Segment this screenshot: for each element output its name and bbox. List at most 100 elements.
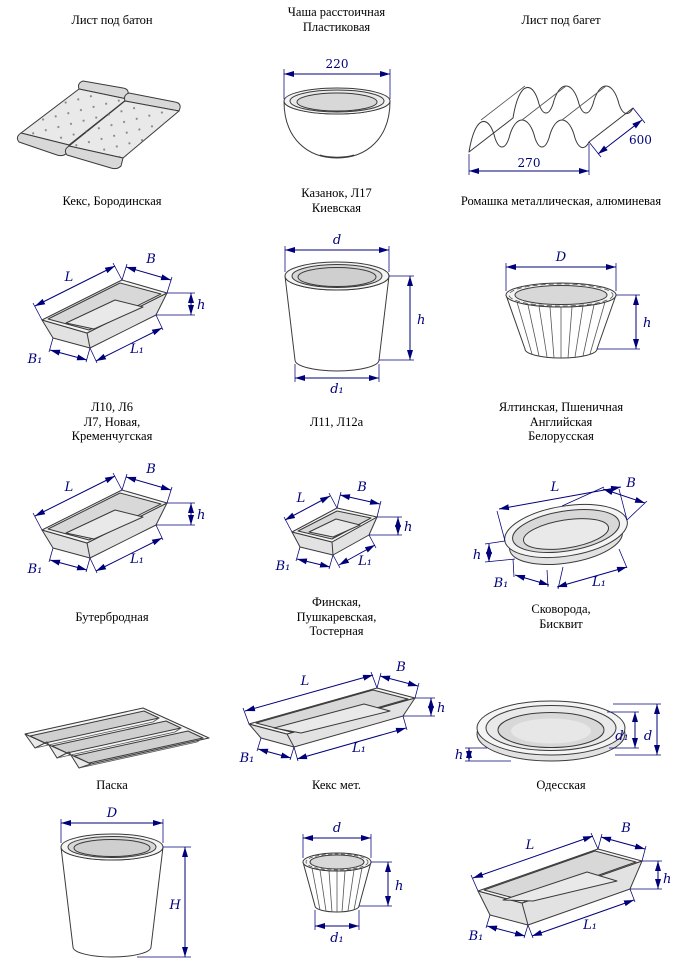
dim-label-h: h — [395, 879, 403, 894]
dim-label-B: B — [145, 462, 156, 477]
dimensions: L B h L₁ B₁ — [274, 480, 412, 574]
pan-shape — [291, 507, 377, 556]
cell-keks-met: Кекс мет. d — [224, 772, 449, 976]
drawing-l10-pan: L B h L₁ B₁ — [27, 462, 206, 577]
pan-shape — [248, 687, 415, 748]
triple-channel-pan — [24, 707, 210, 769]
pan-shape — [41, 489, 168, 559]
title-line: Ялтинская, Пшеничная — [498, 399, 624, 414]
form-title: Одесская — [449, 772, 673, 798]
bucket-shape — [60, 833, 164, 958]
cell-skovoroda: Сковорода, Бисквит d₁ — [449, 592, 673, 772]
dim-label-d1: d₁ — [615, 729, 629, 744]
form-title: Ялтинская, Пшеничная Английская Белорусс… — [449, 396, 673, 448]
title-line: Л7, Новая, — [83, 414, 141, 429]
bowl-shape — [283, 87, 390, 159]
title-line: Кременчугская — [71, 429, 153, 444]
cell-odesskaya: Одесская L B — [449, 772, 673, 976]
dimensions: L B h L₁ B₁ — [27, 252, 206, 367]
drawing-romashka: D — [505, 250, 651, 359]
dim-label-D: D — [555, 250, 567, 265]
dim-label-600: 600 — [629, 133, 652, 147]
fluted-cup-shape — [302, 852, 371, 913]
dimensions: d₁ d h — [455, 703, 661, 763]
title-line: Одесская — [536, 777, 586, 792]
title-line: Бутербродная — [75, 609, 149, 624]
title-line: Тостерная — [309, 624, 364, 639]
title-line: Сковорода, — [531, 602, 591, 617]
dim-label-H: H — [168, 898, 181, 913]
dim-label-L: L — [295, 491, 305, 506]
dim-label-B: B — [625, 476, 636, 491]
drawing-kazanok: d h d₁ — [284, 233, 425, 396]
dim-label-L: L — [64, 270, 74, 285]
title-line: Белорусская — [528, 429, 594, 444]
dim-label-h: h — [197, 508, 205, 523]
dimensions: L B h L₁ B₁ — [238, 660, 445, 766]
dim-label-h: h — [404, 520, 412, 535]
dim-label-B1: B₁ — [27, 352, 43, 367]
cell-finskaya: Финская, Пушкаревская, Тостерная L — [224, 592, 449, 772]
title-line: Казанок, Л17 — [301, 186, 372, 201]
height-dimension: h — [358, 861, 403, 907]
title-line: Киевская — [311, 201, 362, 215]
title-line: Чаша расстоичная — [287, 5, 386, 20]
drawing-skovoroda: d₁ d h — [455, 700, 661, 763]
bottom-diameter-dimension: d₁ — [314, 910, 359, 946]
form-title: Паска — [0, 772, 224, 798]
title-line: Английская — [529, 414, 593, 429]
form-title: Ромашка металлическая, алюминевая — [449, 178, 673, 224]
cell-romashka: Ромашка металлическая, алюминевая D — [449, 178, 673, 396]
width-dimension: 220 — [283, 57, 390, 99]
dimensions: L B h B₁ L₁ — [473, 476, 648, 591]
title-line: Ромашка металлическая, алюминевая — [460, 193, 662, 208]
dim-label-L: L — [525, 838, 535, 853]
form-title: Л11, Л12а — [224, 396, 449, 448]
dim-label-h: h — [197, 298, 205, 313]
depth-dimension: 600 — [588, 107, 652, 158]
form-title: Лист под батон — [0, 0, 224, 40]
dim-label-L1: L₁ — [591, 575, 606, 590]
height-dimension: h — [597, 294, 651, 350]
title-line: Пушкаревская, — [296, 609, 377, 624]
dim-label-d: d — [644, 729, 652, 744]
form-title: Лист под багет — [449, 0, 673, 40]
cell-kazanok: Казанок, Л17 Киевская d — [224, 178, 449, 396]
dim-label-h: h — [455, 748, 463, 763]
cell-paska: Паска D — [0, 772, 224, 976]
height-dimension: h — [378, 275, 425, 361]
dim-label-d: d — [332, 821, 340, 836]
height-dimension: H — [137, 846, 191, 958]
baton-sheet-shapes — [16, 80, 181, 170]
dim-label-d1: d₁ — [330, 382, 344, 396]
dim-label-D: D — [106, 806, 118, 821]
dim-label-L: L — [299, 674, 309, 689]
drawing-keks-borodinskaya: L B h L₁ B₁ — [27, 252, 206, 367]
dim-label-B1: B₁ — [468, 929, 484, 944]
cell-l11-l12a: Л11, Л12а L B — [224, 396, 449, 592]
top-diameter-dimension: D — [60, 806, 164, 843]
oval-pan-shape — [504, 503, 628, 565]
dim-label-B1: B₁ — [238, 751, 254, 766]
pan-shape — [41, 279, 168, 349]
dim-label-L1: L₁ — [357, 554, 372, 569]
dim-label-L: L — [550, 480, 560, 495]
drawing-paska: D H — [60, 806, 191, 958]
dimensions: L B h L₁ B₁ — [27, 462, 206, 577]
diameter-dimension: D — [505, 250, 617, 291]
form-title: Финская, Пушкаревская, Тостерная — [224, 592, 449, 642]
title-line: Лист под багет — [521, 12, 601, 27]
drawing-buterbrodnaya — [24, 707, 210, 769]
dim-label-h: h — [663, 872, 671, 887]
form-title: Сковорода, Бисквит — [449, 592, 673, 642]
dim-label-B: B — [145, 252, 156, 267]
pan-shape — [476, 700, 626, 762]
dim-label-L1: L₁ — [129, 342, 144, 357]
drawing-l11-pan: L B h L₁ B₁ — [274, 480, 412, 574]
dim-label-B: B — [356, 480, 367, 495]
form-title: Л10, Л6 Л7, Новая, Кременчугская — [0, 396, 224, 448]
title-line: Бисквит — [539, 617, 583, 631]
title-line: Л11, Л12а — [309, 414, 364, 429]
dim-label-B1: B₁ — [493, 576, 509, 591]
